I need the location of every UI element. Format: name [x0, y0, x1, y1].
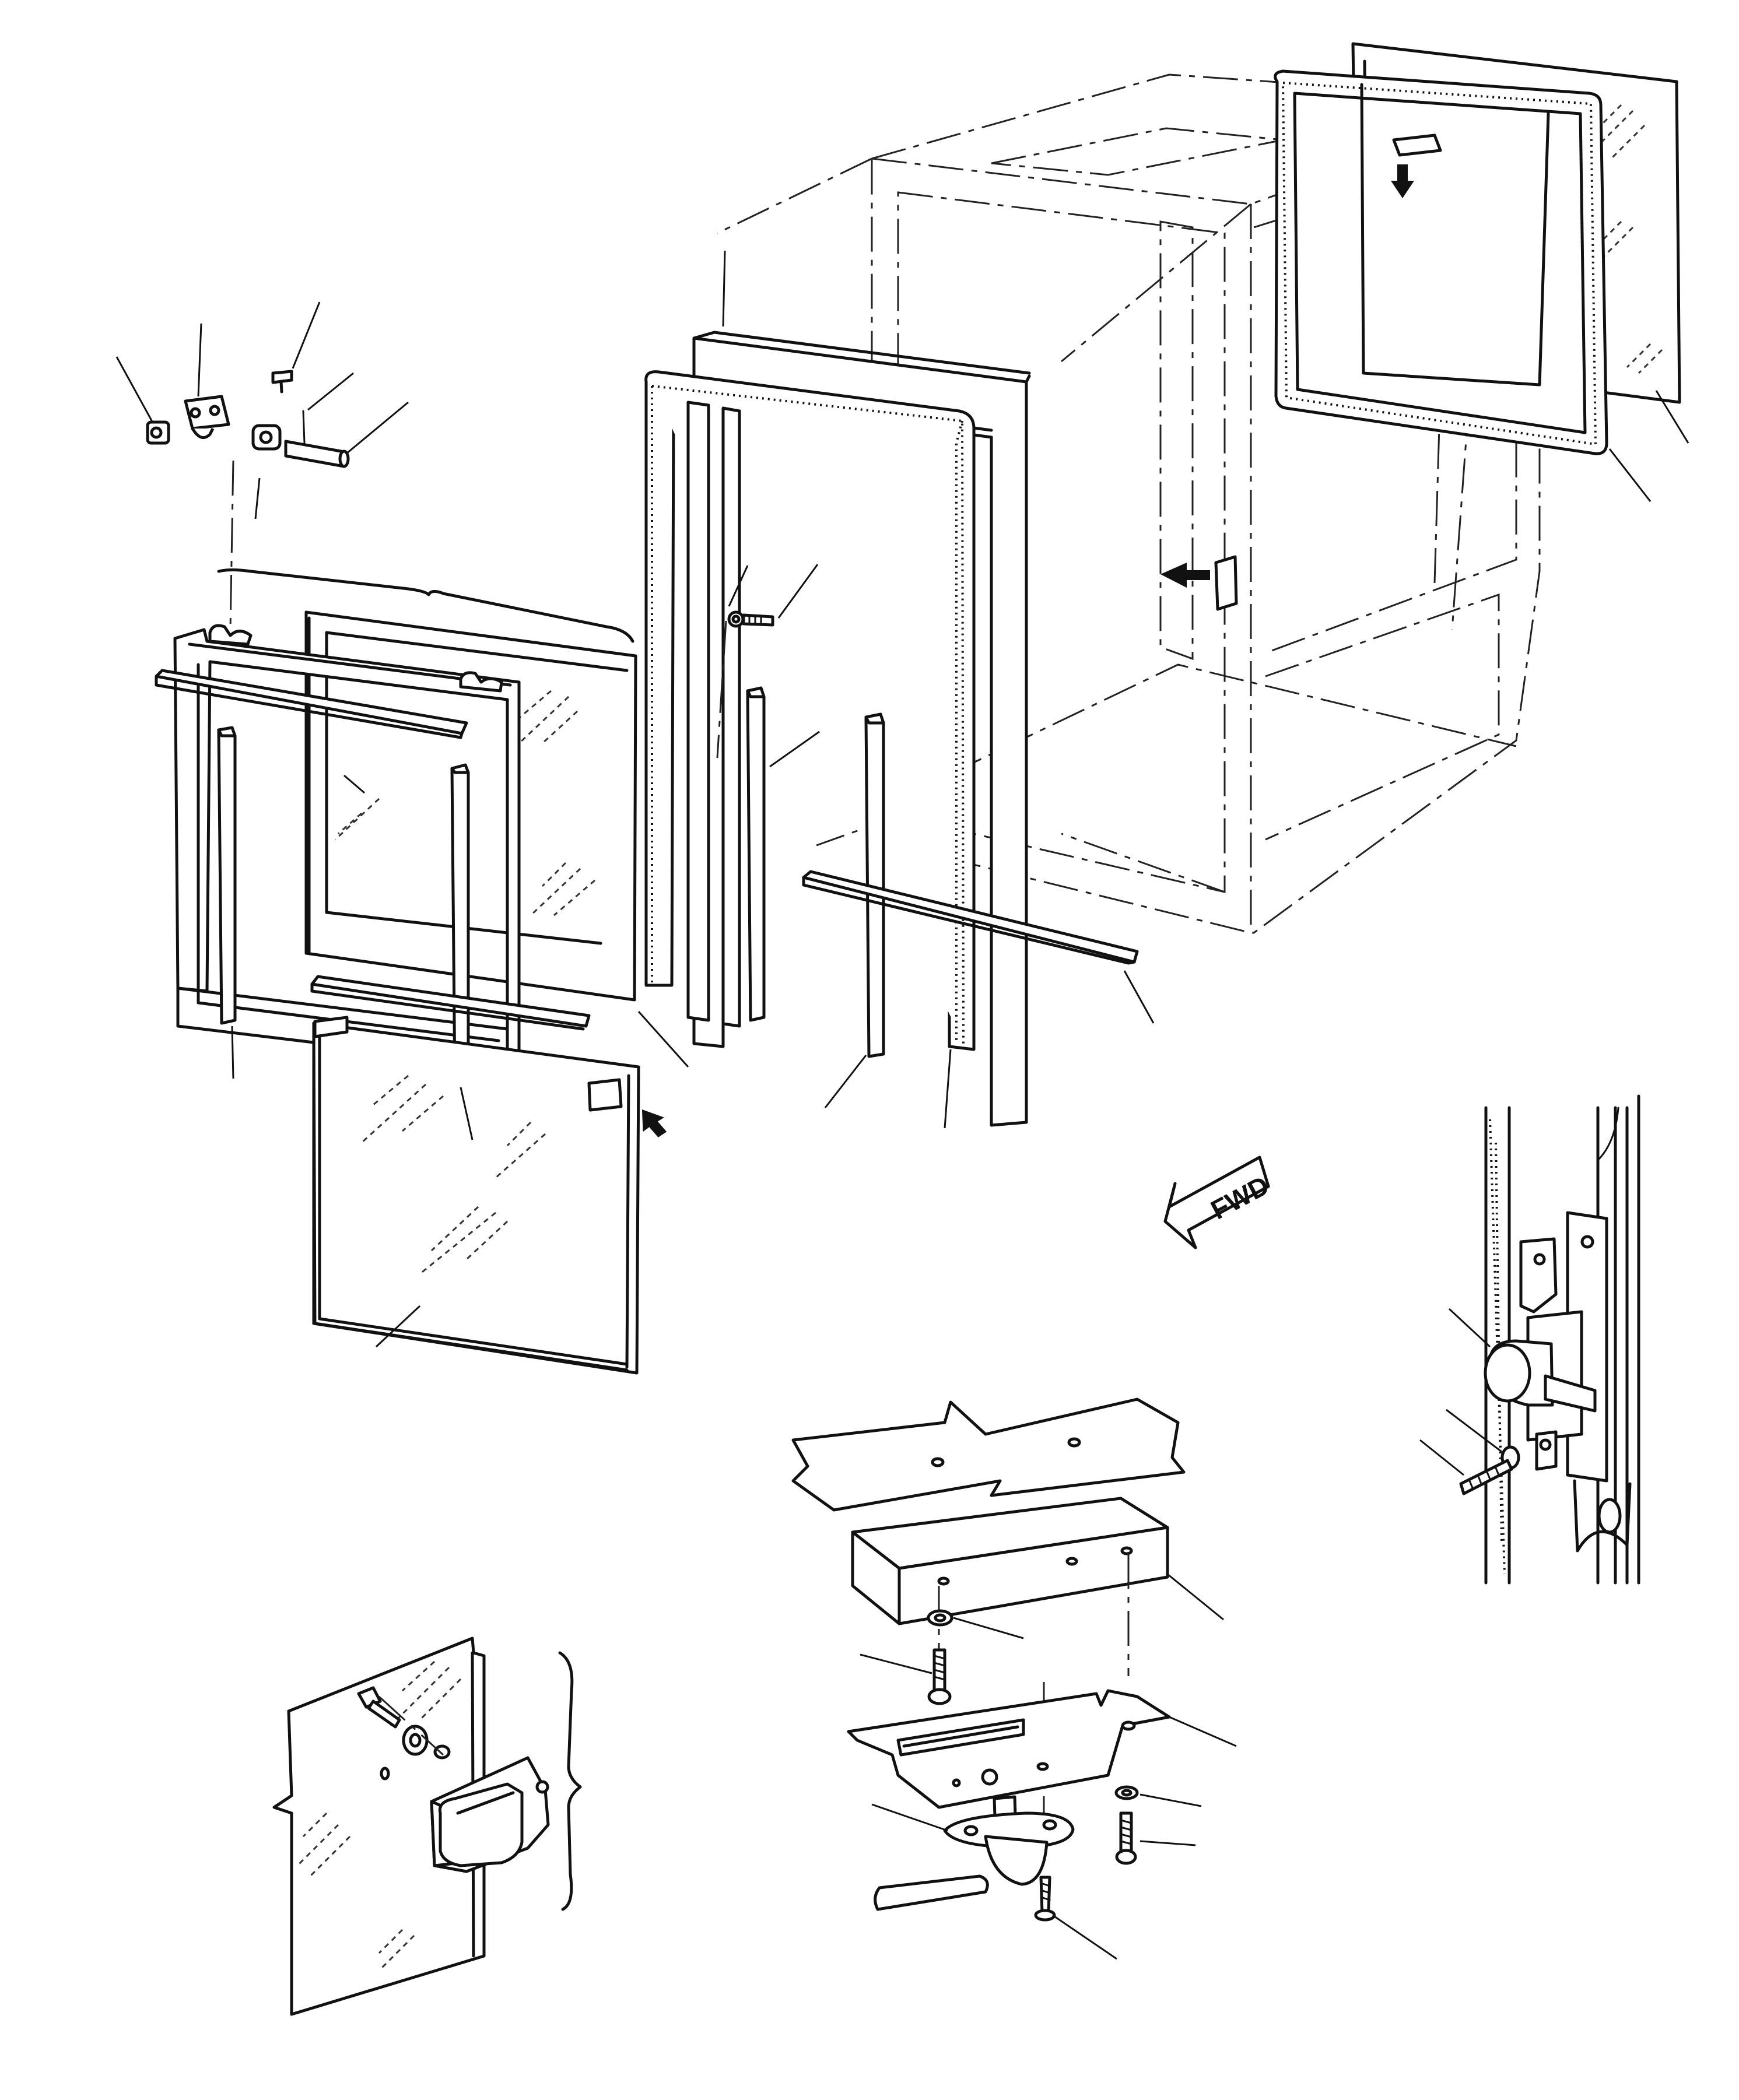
hinge-parts: [146, 370, 350, 468]
leader-line: [1448, 1308, 1491, 1348]
leader-line: [722, 250, 726, 327]
leader-line: [1052, 1914, 1117, 1960]
leader-line: [1169, 1716, 1237, 1747]
door-sliding-glass-lower: [312, 1016, 640, 1375]
fwd-direction-indicator: FWD: [1163, 1156, 1274, 1249]
leader-line: [460, 1087, 474, 1140]
cab-latch-block: [1160, 555, 1238, 611]
vertical-strip: [746, 686, 766, 1022]
leader-line: [1123, 970, 1155, 1024]
leader-line: [1140, 1840, 1196, 1846]
leader-line: [1446, 1409, 1502, 1453]
frame-bolt: [716, 610, 774, 758]
glass-latch-block: [587, 1078, 667, 1137]
leader-line: [777, 564, 819, 619]
glass-panel-detail: [272, 1637, 486, 2016]
glass-catch-assembly: [357, 1686, 550, 1873]
door-bottom-strip: [310, 975, 591, 1031]
leader-line: [637, 1010, 689, 1068]
handle-screw: [1034, 1876, 1056, 1922]
horizontal-strip: [802, 870, 1139, 965]
leader-line: [1419, 1439, 1464, 1476]
leader-line: [944, 1049, 952, 1129]
leader-line: [824, 1055, 867, 1108]
leader-line: [346, 401, 409, 455]
floor-latch-bracket: [847, 1689, 1171, 1809]
fwd-arrow-icon: [1163, 1156, 1270, 1249]
leader-line: [1140, 1793, 1202, 1807]
pointer-arrow-icon: [1391, 164, 1414, 198]
leader-line: [953, 1617, 1024, 1639]
leader-line: [871, 1803, 948, 1832]
leader-line: [860, 1653, 932, 1674]
door-outer-frame: [173, 624, 521, 1069]
assembly-brace: [217, 568, 634, 643]
leader-line: [1608, 448, 1652, 502]
door-right-strip: [450, 763, 470, 1083]
assembly-brace: [558, 1651, 582, 1911]
hinge-center-line: [229, 460, 234, 630]
door-left-strip: [217, 726, 237, 1025]
rear-window-seal: [1274, 69, 1608, 455]
leader-line: [115, 356, 154, 423]
door-latch-assembly: [1459, 1211, 1608, 1495]
washer-and-screw-right: [1114, 1785, 1139, 1865]
leader-line: [343, 774, 365, 794]
leader-line: [254, 477, 261, 519]
leader-line: [375, 1305, 421, 1348]
door-top-strip: [155, 669, 468, 739]
leader-line: [769, 731, 820, 768]
mounting-block: [851, 1497, 1169, 1625]
washer-and-screw-left: [927, 1609, 953, 1705]
floor-plate-section: [791, 1397, 1186, 1512]
leader-line: [1167, 1573, 1224, 1621]
leader-line: [197, 323, 202, 397]
leader-line: [231, 1026, 234, 1079]
door-frame-channel: [686, 401, 741, 1028]
leader-line: [307, 372, 354, 411]
floor-latch-handle: [874, 1795, 1075, 1911]
pointer-arrow-icon: [641, 1109, 667, 1137]
rear-window-latch: [1391, 134, 1442, 198]
leader-line: [1655, 390, 1689, 444]
pointer-arrow-icon: [1160, 563, 1210, 588]
leader-line: [728, 565, 749, 607]
leader-line: [292, 301, 321, 369]
